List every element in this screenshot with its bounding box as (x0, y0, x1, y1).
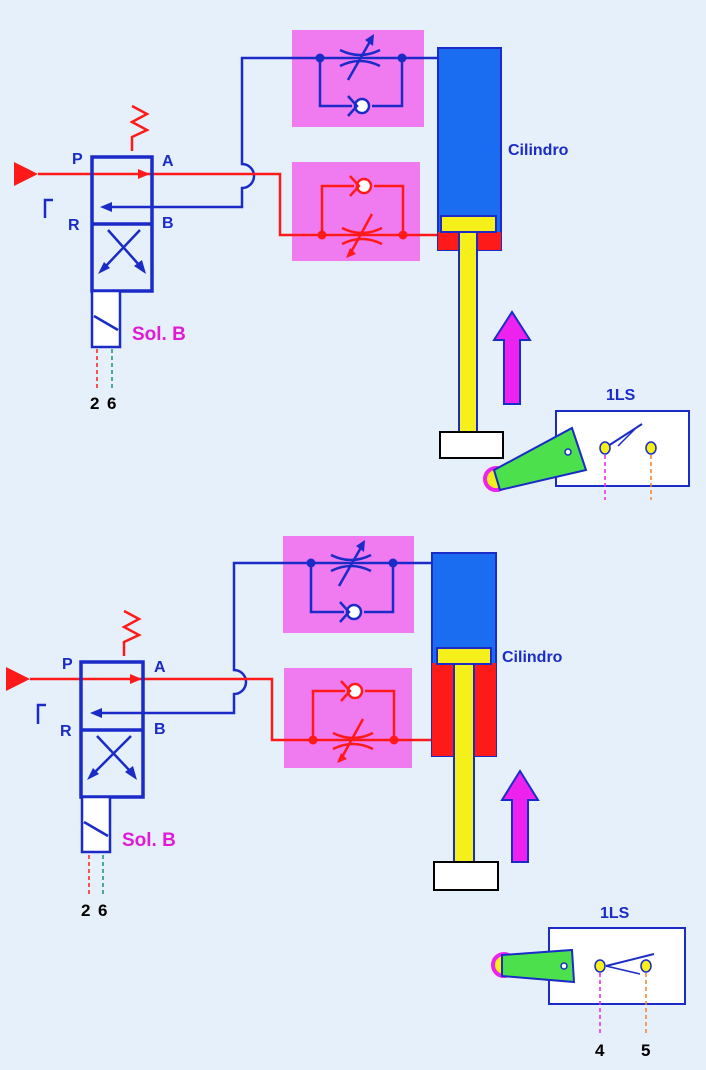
top-switch-contact-right-icon (645, 441, 657, 455)
bottom-switch-wire-5-label: 5 (641, 1041, 650, 1060)
bottom-port-p-label: P (62, 656, 73, 673)
bottom-switch-blade (605, 953, 655, 967)
top-wire-6-label: 6 (107, 394, 116, 413)
top-pressure-line (38, 172, 437, 237)
bottom-motion-up-arrow-icon (500, 769, 540, 863)
bottom-solenoid (80, 795, 112, 854)
bottom-port-r-label: R (60, 723, 72, 740)
top-port-r-label: R (68, 217, 80, 234)
bottom-solenoid-label: Sol. B (122, 830, 176, 851)
top-limit-switch-label: 1LS (606, 387, 636, 404)
bottom-pressure-arrow-icon (130, 674, 142, 684)
top-upper-flow-control (315, 34, 407, 117)
bottom-piston (436, 647, 492, 665)
bottom-spring-icon (121, 609, 142, 656)
bottom-directional-valve (79, 609, 145, 895)
bottom-switch-wire-4-label: 4 (595, 1041, 605, 1060)
top-return-line (108, 56, 442, 209)
bottom-port-b-label: B (154, 721, 166, 738)
top-tank-symbol-icon (43, 198, 53, 218)
top-motion-up-arrow-icon (492, 310, 532, 405)
top-cylinder-label: Cilindro (508, 142, 569, 159)
top-switch-blade (607, 423, 643, 447)
top-cylinder (437, 47, 504, 459)
top-lower-flow-control (317, 175, 408, 258)
bottom-limit-switch-lever (501, 948, 576, 984)
top-switch-contact-left-icon (599, 441, 611, 455)
top-circuit: P A R B Sol. B 2 6 Cilindro (14, 30, 690, 500)
bottom-piston-rod (453, 663, 475, 863)
top-piston (440, 215, 497, 233)
top-limit-switch-lever (492, 426, 588, 492)
bottom-upper-flow-control-box (283, 536, 414, 633)
top-spring-icon (129, 104, 150, 151)
bottom-switch-contact-left-icon (594, 959, 606, 973)
top-return-arrow-icon (100, 202, 112, 212)
top-solenoid-label: Sol. B (132, 324, 186, 345)
top-port-p-label: P (72, 151, 83, 168)
bottom-wire-2-label: 2 (81, 901, 90, 920)
top-pressure-arrow-icon (138, 169, 150, 179)
bottom-switch-contact-right-icon (640, 959, 652, 973)
top-wire-2-label: 2 (90, 394, 99, 413)
bottom-return-line (98, 561, 432, 715)
bottom-circuit: P A R B Sol. B 2 6 Cilindro (6, 536, 686, 1060)
top-directional-valve (90, 104, 154, 388)
top-piston-rod (458, 231, 478, 433)
bottom-limit-switch (491, 927, 686, 1036)
top-lower-flow-control-box (292, 162, 420, 261)
bottom-rod-end-block (433, 861, 499, 891)
bottom-port-a-label: A (154, 659, 166, 676)
bottom-lower-flow-control (308, 680, 399, 763)
bottom-wire-6-label: 6 (98, 901, 107, 920)
top-solenoid (90, 289, 122, 349)
bottom-limit-switch-label: 1LS (600, 905, 630, 922)
bottom-upper-flow-control (306, 540, 398, 623)
top-port-a-label: A (162, 153, 174, 170)
top-limit-switch (483, 410, 690, 500)
bottom-cylinder (431, 552, 499, 891)
bottom-lower-flow-control-box (284, 668, 412, 768)
top-pressure-source-icon (14, 162, 38, 186)
top-port-b-label: B (162, 215, 174, 232)
bottom-pressure-source-icon (6, 667, 30, 691)
top-rod-end-block (439, 431, 504, 459)
bottom-tank-symbol-icon (36, 703, 46, 724)
bottom-cylinder-label: Cilindro (502, 649, 563, 666)
bottom-return-arrow-icon (90, 708, 102, 718)
